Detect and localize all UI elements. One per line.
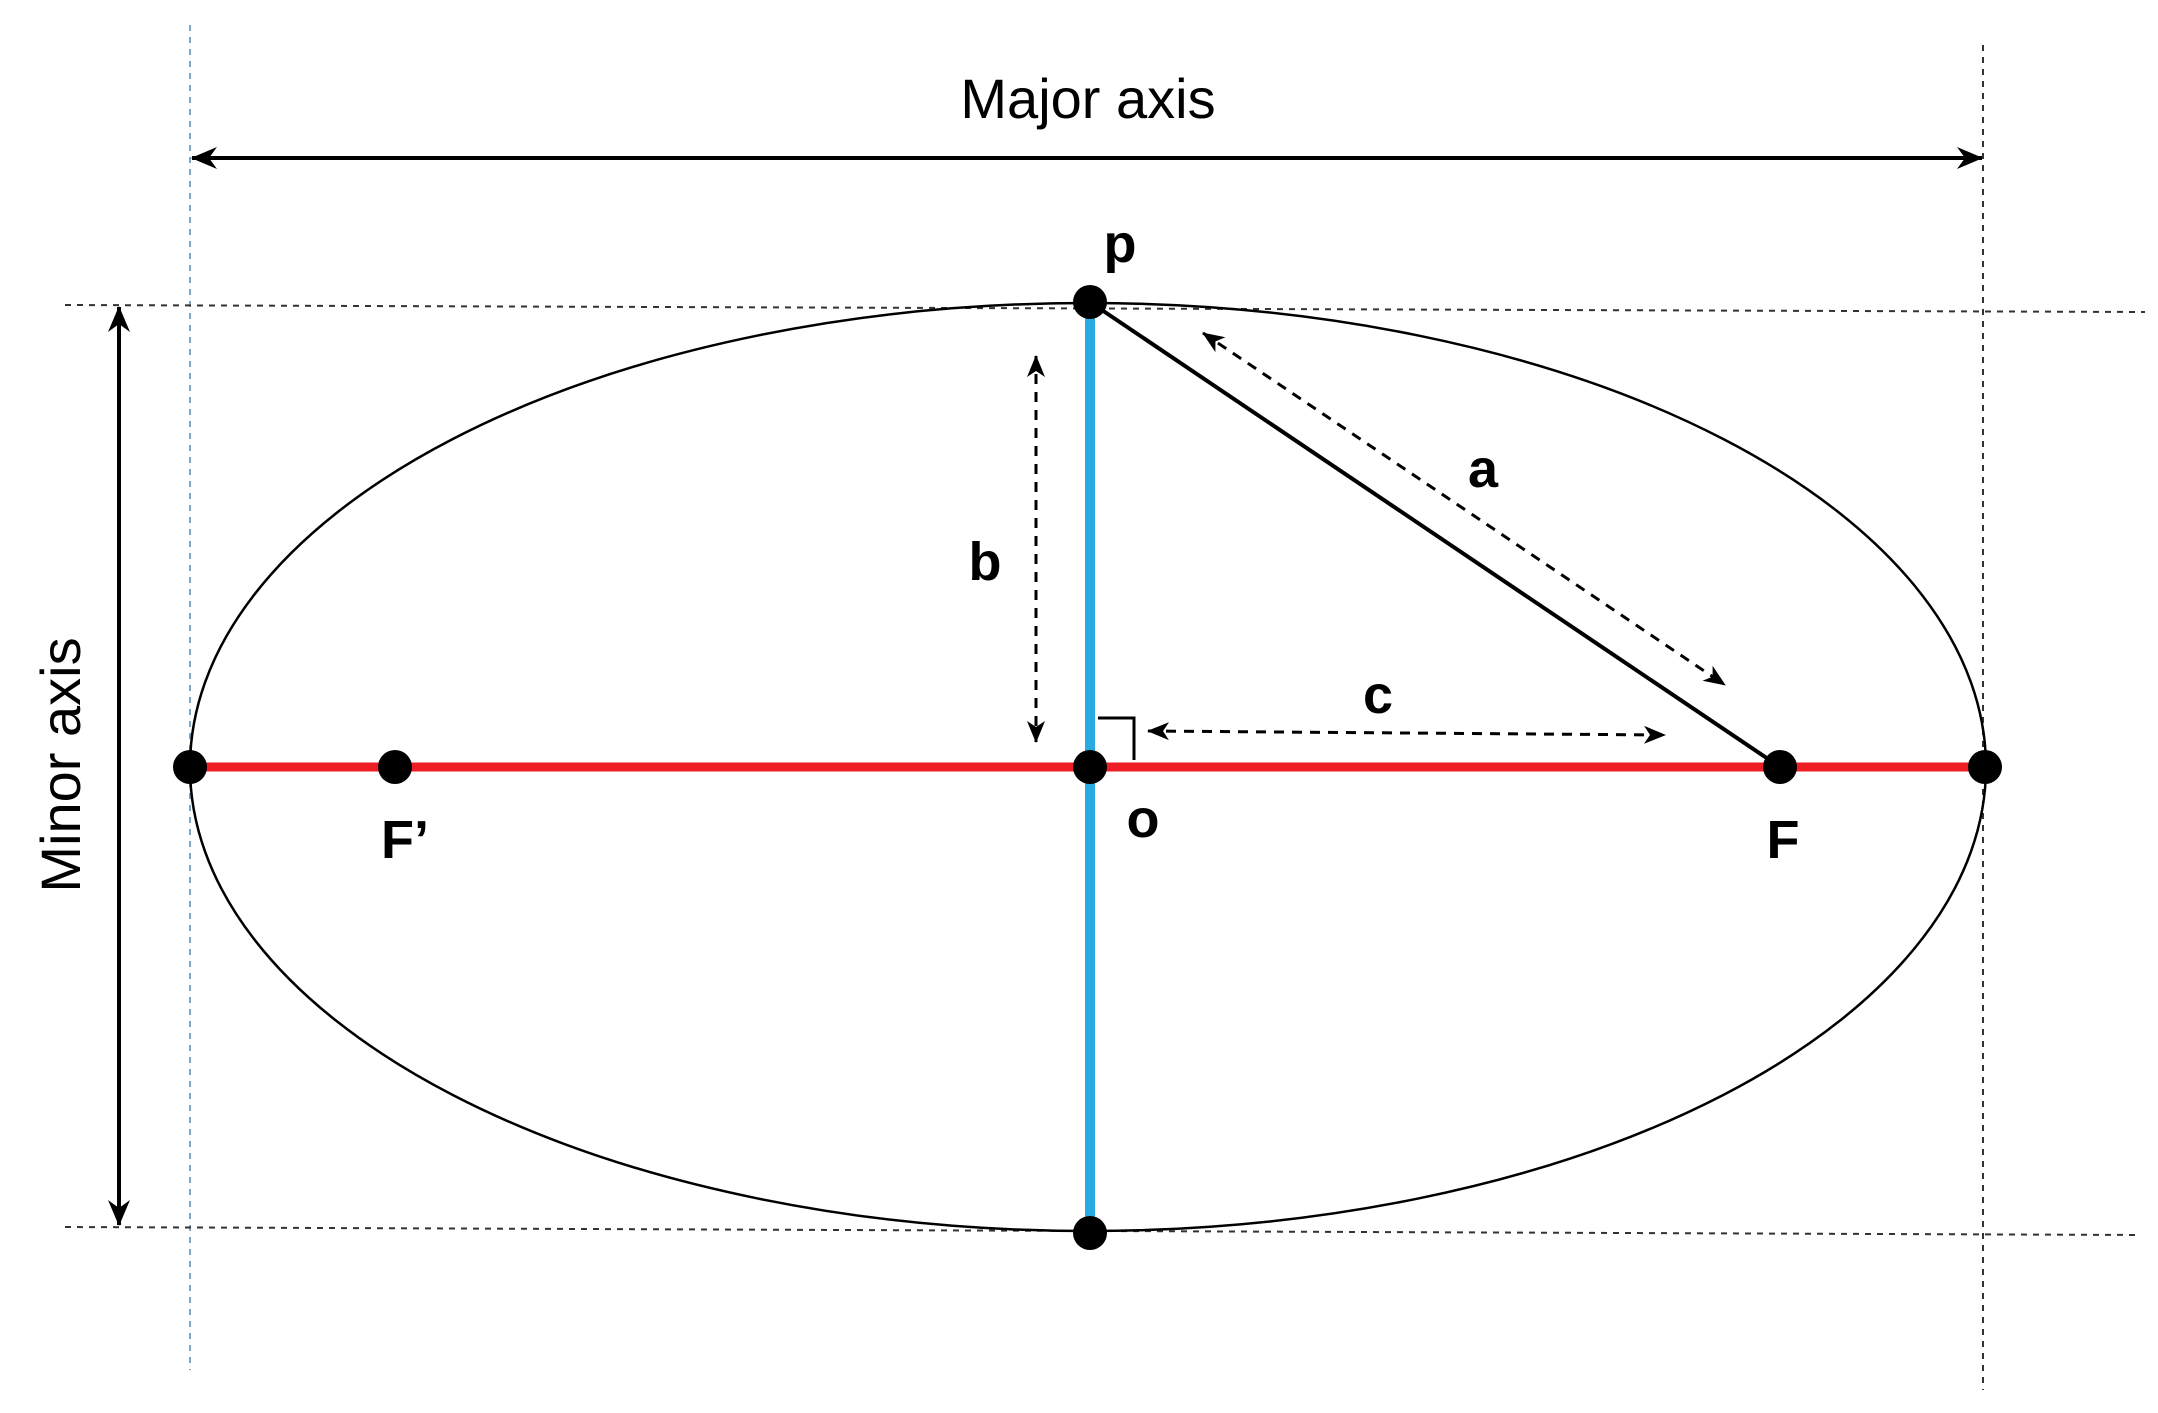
semi-major-dimension-arrow — [1202, 331, 1726, 687]
right-angle-marker — [1098, 716, 1136, 760]
minor-axis-label: Minor axis — [29, 637, 92, 892]
right-vertex-point — [1968, 750, 2002, 784]
segment-p-to-focus — [1088, 300, 1782, 769]
major-axis-label: Major axis — [960, 67, 1215, 130]
focal-distance-dimension-arrow — [1147, 722, 1666, 744]
focus-right-point — [1763, 750, 1797, 784]
focus-right-label: F — [1767, 810, 1800, 870]
semi-minor-label: b — [969, 532, 1002, 592]
left-vertex-point — [173, 750, 207, 784]
focus-left-point — [378, 750, 412, 784]
focus-left-label: F’ — [381, 810, 429, 870]
focal-distance-label: c — [1363, 665, 1393, 725]
semi-major-label: a — [1468, 439, 1499, 499]
bottom-vertex-point — [1073, 1216, 1107, 1250]
top-vertex-label: p — [1104, 214, 1137, 274]
center-point — [1073, 750, 1107, 784]
guide-top-horizontal — [64, 304, 2146, 313]
center-label: o — [1127, 789, 1160, 849]
top-vertex-point — [1073, 285, 1107, 319]
